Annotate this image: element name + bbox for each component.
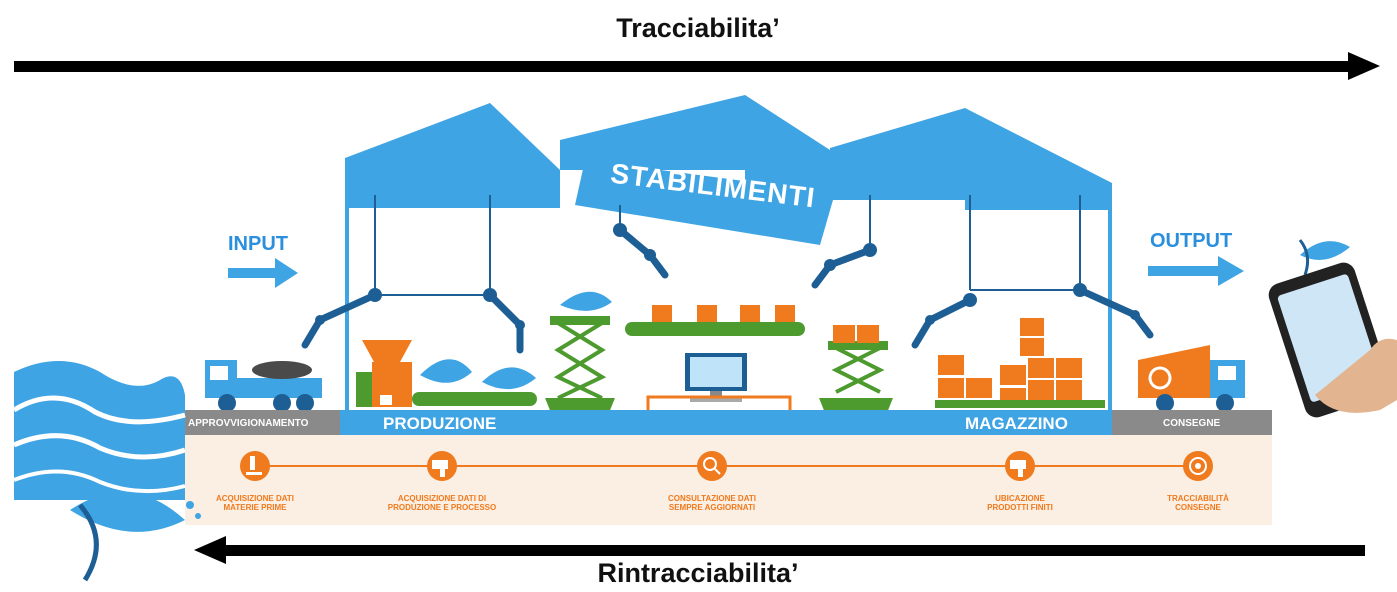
- overhead-frame: [374, 195, 1081, 296]
- output-arrow-icon: [1148, 256, 1244, 286]
- scissor-lift-right: [819, 341, 893, 412]
- warehouse-boxes: [935, 318, 1105, 408]
- factory-roof: [345, 95, 1112, 245]
- fish-icon: [420, 291, 612, 390]
- traceability-title: Tracciabilita’: [616, 13, 780, 43]
- step-icons: [240, 451, 1213, 481]
- barcode-scanner-icon: [1005, 451, 1035, 481]
- floor-bar: [185, 410, 1272, 435]
- workbench: [646, 395, 792, 410]
- traceability-arrow: [14, 52, 1380, 80]
- zone-magazzino: MAGAZZINO: [965, 414, 1068, 433]
- robot-joints: [315, 223, 1140, 330]
- boxes-on-lift: [833, 325, 879, 343]
- barcode-scanner-icon: [427, 451, 457, 481]
- process-steps-background: [185, 435, 1272, 525]
- smartphone-icon: [1268, 262, 1397, 418]
- target-icon: [1183, 451, 1213, 481]
- zone-produzione: PRODUZIONE: [383, 414, 497, 433]
- computer-monitor-icon: [685, 353, 747, 402]
- microscope-icon: [240, 451, 270, 481]
- fish-logo-icon: [1298, 239, 1350, 276]
- sea-waves-icon: [12, 361, 186, 500]
- fish-logo-icon: [70, 492, 201, 582]
- input-arrow-icon: [228, 258, 298, 288]
- zone-consegne: CONSEGNE: [1163, 418, 1221, 429]
- grinder-machine-icon: [356, 340, 412, 407]
- zone-approvvigionamento: APPROVVIGIONAMENTO: [188, 418, 309, 429]
- supply-truck-icon: [205, 360, 322, 412]
- search-barcode-icon: [697, 451, 727, 481]
- production-conveyor: [412, 392, 537, 406]
- delivery-truck-icon: [1138, 345, 1245, 412]
- central-conveyor: [625, 305, 805, 336]
- output-label: OUTPUT: [1150, 230, 1233, 252]
- retraceability-arrow: [194, 536, 1365, 564]
- retraceability-title: Rintracciabilita’: [597, 558, 799, 588]
- scissor-lift-left: [545, 316, 615, 412]
- input-label: INPUT: [228, 233, 288, 255]
